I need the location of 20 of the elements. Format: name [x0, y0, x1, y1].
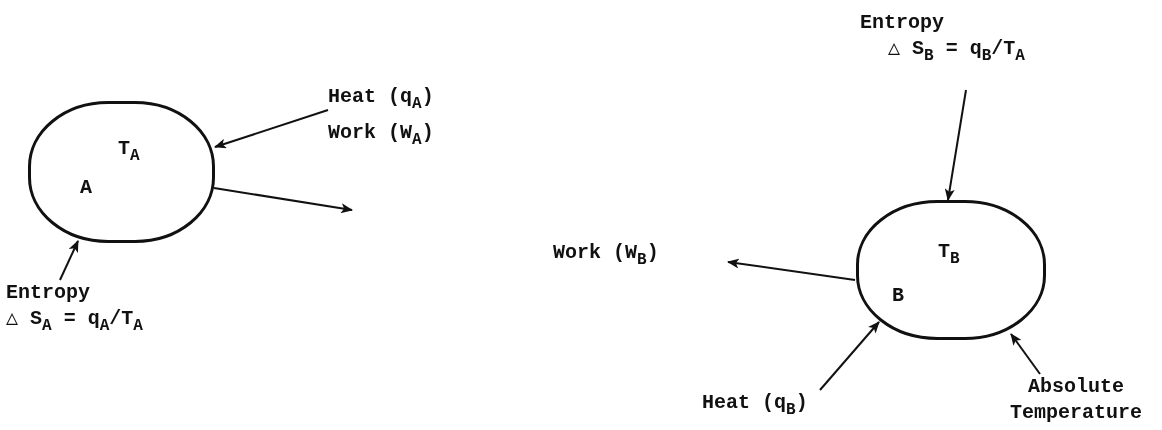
arrow [819, 321, 880, 391]
temperature-label: T$_{A}$ [118, 137, 140, 165]
quantity-label: Work (W$_{B}$) [553, 240, 660, 271]
formula-label: △ S$_{A}$ = q$_{A}$/T$_{A}$ [6, 306, 144, 337]
system-label: B [892, 284, 904, 307]
quantity-label: Absolute Temperature [1009, 374, 1143, 426]
temperature-label: T$_{B}$ [938, 240, 960, 268]
heading-label: Entropy [6, 280, 91, 306]
system-label: A [80, 176, 92, 199]
arrow [727, 258, 856, 281]
arrow [1010, 333, 1041, 375]
quantity-label: Heat (q$_{A}$) [328, 84, 435, 115]
quantity-label: Work (W$_{A}$) [328, 120, 435, 151]
arrow [213, 187, 353, 214]
arrow [944, 89, 967, 201]
formula-label: △ S$_{B}$ = q$_{B}$/T$_{A}$ [887, 36, 1026, 67]
arrow [59, 240, 79, 281]
heading-label: Entropy [860, 10, 945, 36]
arrow [214, 109, 329, 149]
quantity-label: Heat (q$_{B}$) [702, 390, 809, 421]
